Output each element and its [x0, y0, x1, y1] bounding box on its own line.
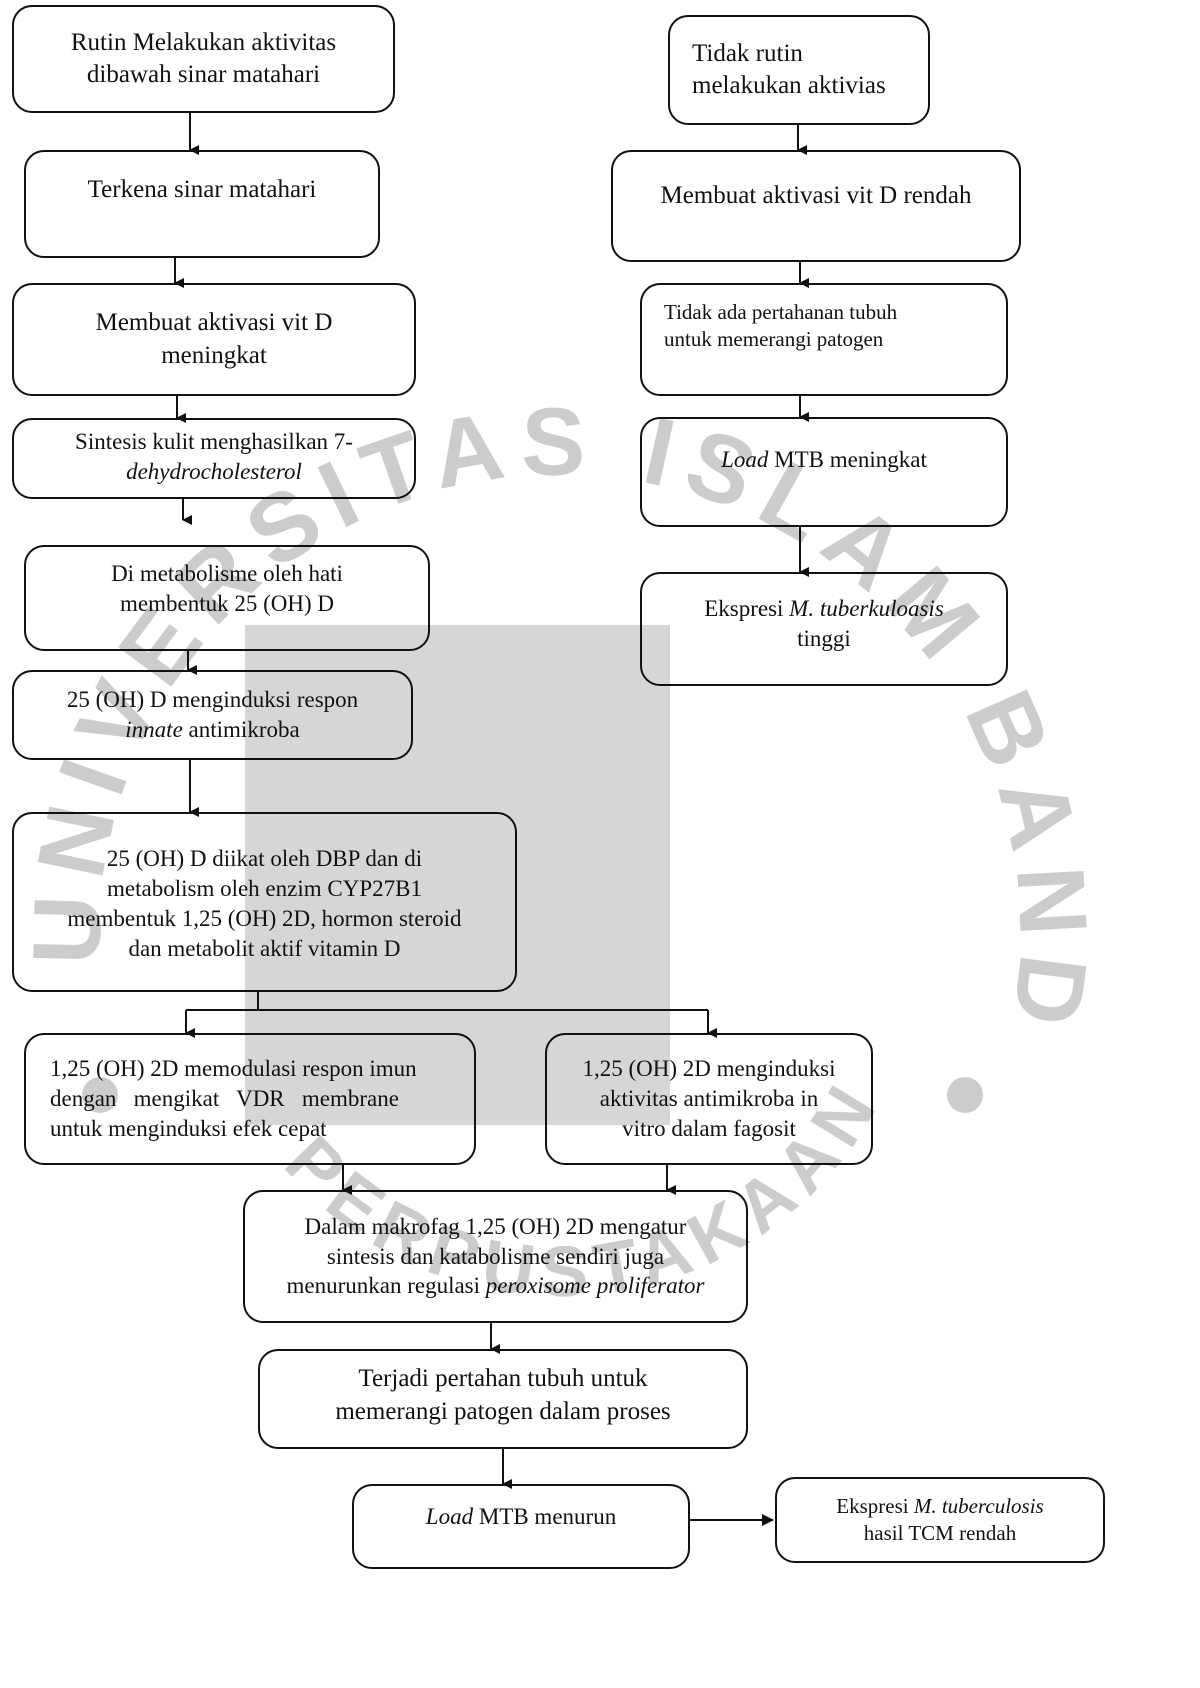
- step-antimicrobial-phagocyte: 1,25 (OH) 2D menginduksi aktivitas antim…: [545, 1033, 873, 1165]
- step-vitd-activation-increase: Membuat aktivasi vit D meningkat: [12, 283, 416, 396]
- watermark-dot-right: [947, 1077, 983, 1113]
- step-macrophage-regulation: Dalam makrofag 1,25 (OH) 2D mengatur sin…: [243, 1190, 748, 1323]
- step-skin-synthesis: Sintesis kulit menghasilkan 7- dehydroch…: [12, 418, 416, 499]
- step-vitd-activation-low: Membuat aktivasi vit D rendah: [611, 150, 1021, 262]
- step-routine-sun-activity: Rutin Melakukan aktivitas dibawah sinar …: [12, 5, 395, 113]
- step-text-line: untuk menginduksi efek cepat: [50, 1115, 327, 1141]
- step-not-routine-activity: Tidak rutin melakukan aktivias: [668, 15, 930, 125]
- step-load-mtb-decrease: Load MTB menurun: [352, 1484, 690, 1569]
- step-text-line: membentuk 1,25 (OH) 2D, hormon steroid: [67, 906, 462, 931]
- step-innate-response: 25 (OH) D menginduksi respon innate anti…: [12, 670, 413, 760]
- step-text-line: dibawah sinar matahari: [86, 61, 321, 88]
- step-text-line: menurunkan regulasi peroxisome prolifera…: [286, 1273, 705, 1299]
- step-text-line: melakukan aktivias: [692, 72, 886, 99]
- step-text-line: Load MTB meningkat: [721, 447, 927, 472]
- step-liver-metabolism: Di metabolisme oleh hati membentuk 25 (O…: [24, 545, 430, 651]
- step-text-line: hasil TCM rendah: [863, 1521, 1017, 1545]
- step-text-line: Tidak rutin: [692, 39, 803, 67]
- step-text-line: tinggi: [797, 625, 851, 651]
- step-text-line: Dalam makrofag 1,25 (OH) 2D mengatur: [304, 1213, 687, 1239]
- step-text-line: dengan mengikat VDR membrane: [50, 1086, 399, 1112]
- step-text-line: Ekspresi M. tuberkuloasis: [704, 596, 944, 621]
- step-text-line: meningkat: [161, 341, 267, 369]
- step-dbp-binding-cyp27b1: 25 (OH) D diikat oleh DBP dan di metabol…: [12, 812, 517, 992]
- step-text-line: innate antimikroba: [125, 717, 300, 742]
- step-text-line: Membuat aktivasi vit D rendah: [660, 182, 972, 209]
- step-text-line: untuk memerangi patogen: [664, 327, 884, 352]
- step-text-line: 25 (OH) D diikat oleh DBP dan di: [106, 846, 423, 872]
- step-exposed-sunlight: Terkena sinar matahari: [24, 150, 380, 258]
- step-expression-low: Ekspresi M. tuberculosis hasil TCM renda…: [775, 1477, 1105, 1563]
- step-text-line: dan metabolit aktif vitamin D: [128, 935, 401, 961]
- step-body-defense: Terjadi pertahan tubuh untuk memerangi p…: [258, 1349, 748, 1449]
- step-text-line: metabolism oleh enzim CYP27B1: [107, 876, 422, 902]
- step-expression-high: Ekspresi M. tuberkuloasis tinggi: [640, 572, 1008, 686]
- step-text-line: memerangi patogen dalam proses: [335, 1397, 671, 1425]
- step-text-line: Di metabolisme oleh hati: [111, 561, 343, 586]
- step-immune-modulation-vdr: 1,25 (OH) 2D memodulasi respon imun deng…: [24, 1033, 476, 1165]
- step-text-line: Membuat aktivasi vit D: [95, 309, 333, 336]
- step-text-line: 25 (OH) D menginduksi respon: [66, 687, 359, 713]
- step-text-line: Ekspresi M. tuberculosis: [836, 1493, 1044, 1518]
- step-text-line: Terjadi pertahan tubuh untuk: [358, 1365, 648, 1392]
- step-no-body-defense: Tidak ada pertahanan tubuh untuk memeran…: [640, 283, 1008, 396]
- step-text-line: sintesis dan katabolisme sendiri juga: [326, 1243, 665, 1269]
- step-text-line: vitro dalam fagosit: [622, 1115, 796, 1141]
- step-text-line: aktivitas antimikroba in: [599, 1086, 819, 1112]
- step-text-line: 1,25 (OH) 2D memodulasi respon imun: [50, 1056, 417, 1082]
- step-text-line: 1,25 (OH) 2D menginduksi: [582, 1056, 836, 1082]
- step-text-line: Tidak ada pertahanan tubuh: [664, 300, 898, 324]
- step-load-mtb-increase: Load MTB meningkat: [640, 417, 1008, 527]
- step-text-line: dehydrocholesterol: [126, 458, 302, 484]
- step-text-line: Sintesis kulit menghasilkan 7-: [75, 428, 353, 454]
- step-text-line: membentuk 25 (OH) D: [120, 590, 334, 616]
- step-text-line: Terkena sinar matahari: [87, 176, 317, 203]
- step-text-line: Load MTB menurun: [425, 1504, 617, 1529]
- step-text-line: Rutin Melakukan aktivitas: [70, 28, 337, 56]
